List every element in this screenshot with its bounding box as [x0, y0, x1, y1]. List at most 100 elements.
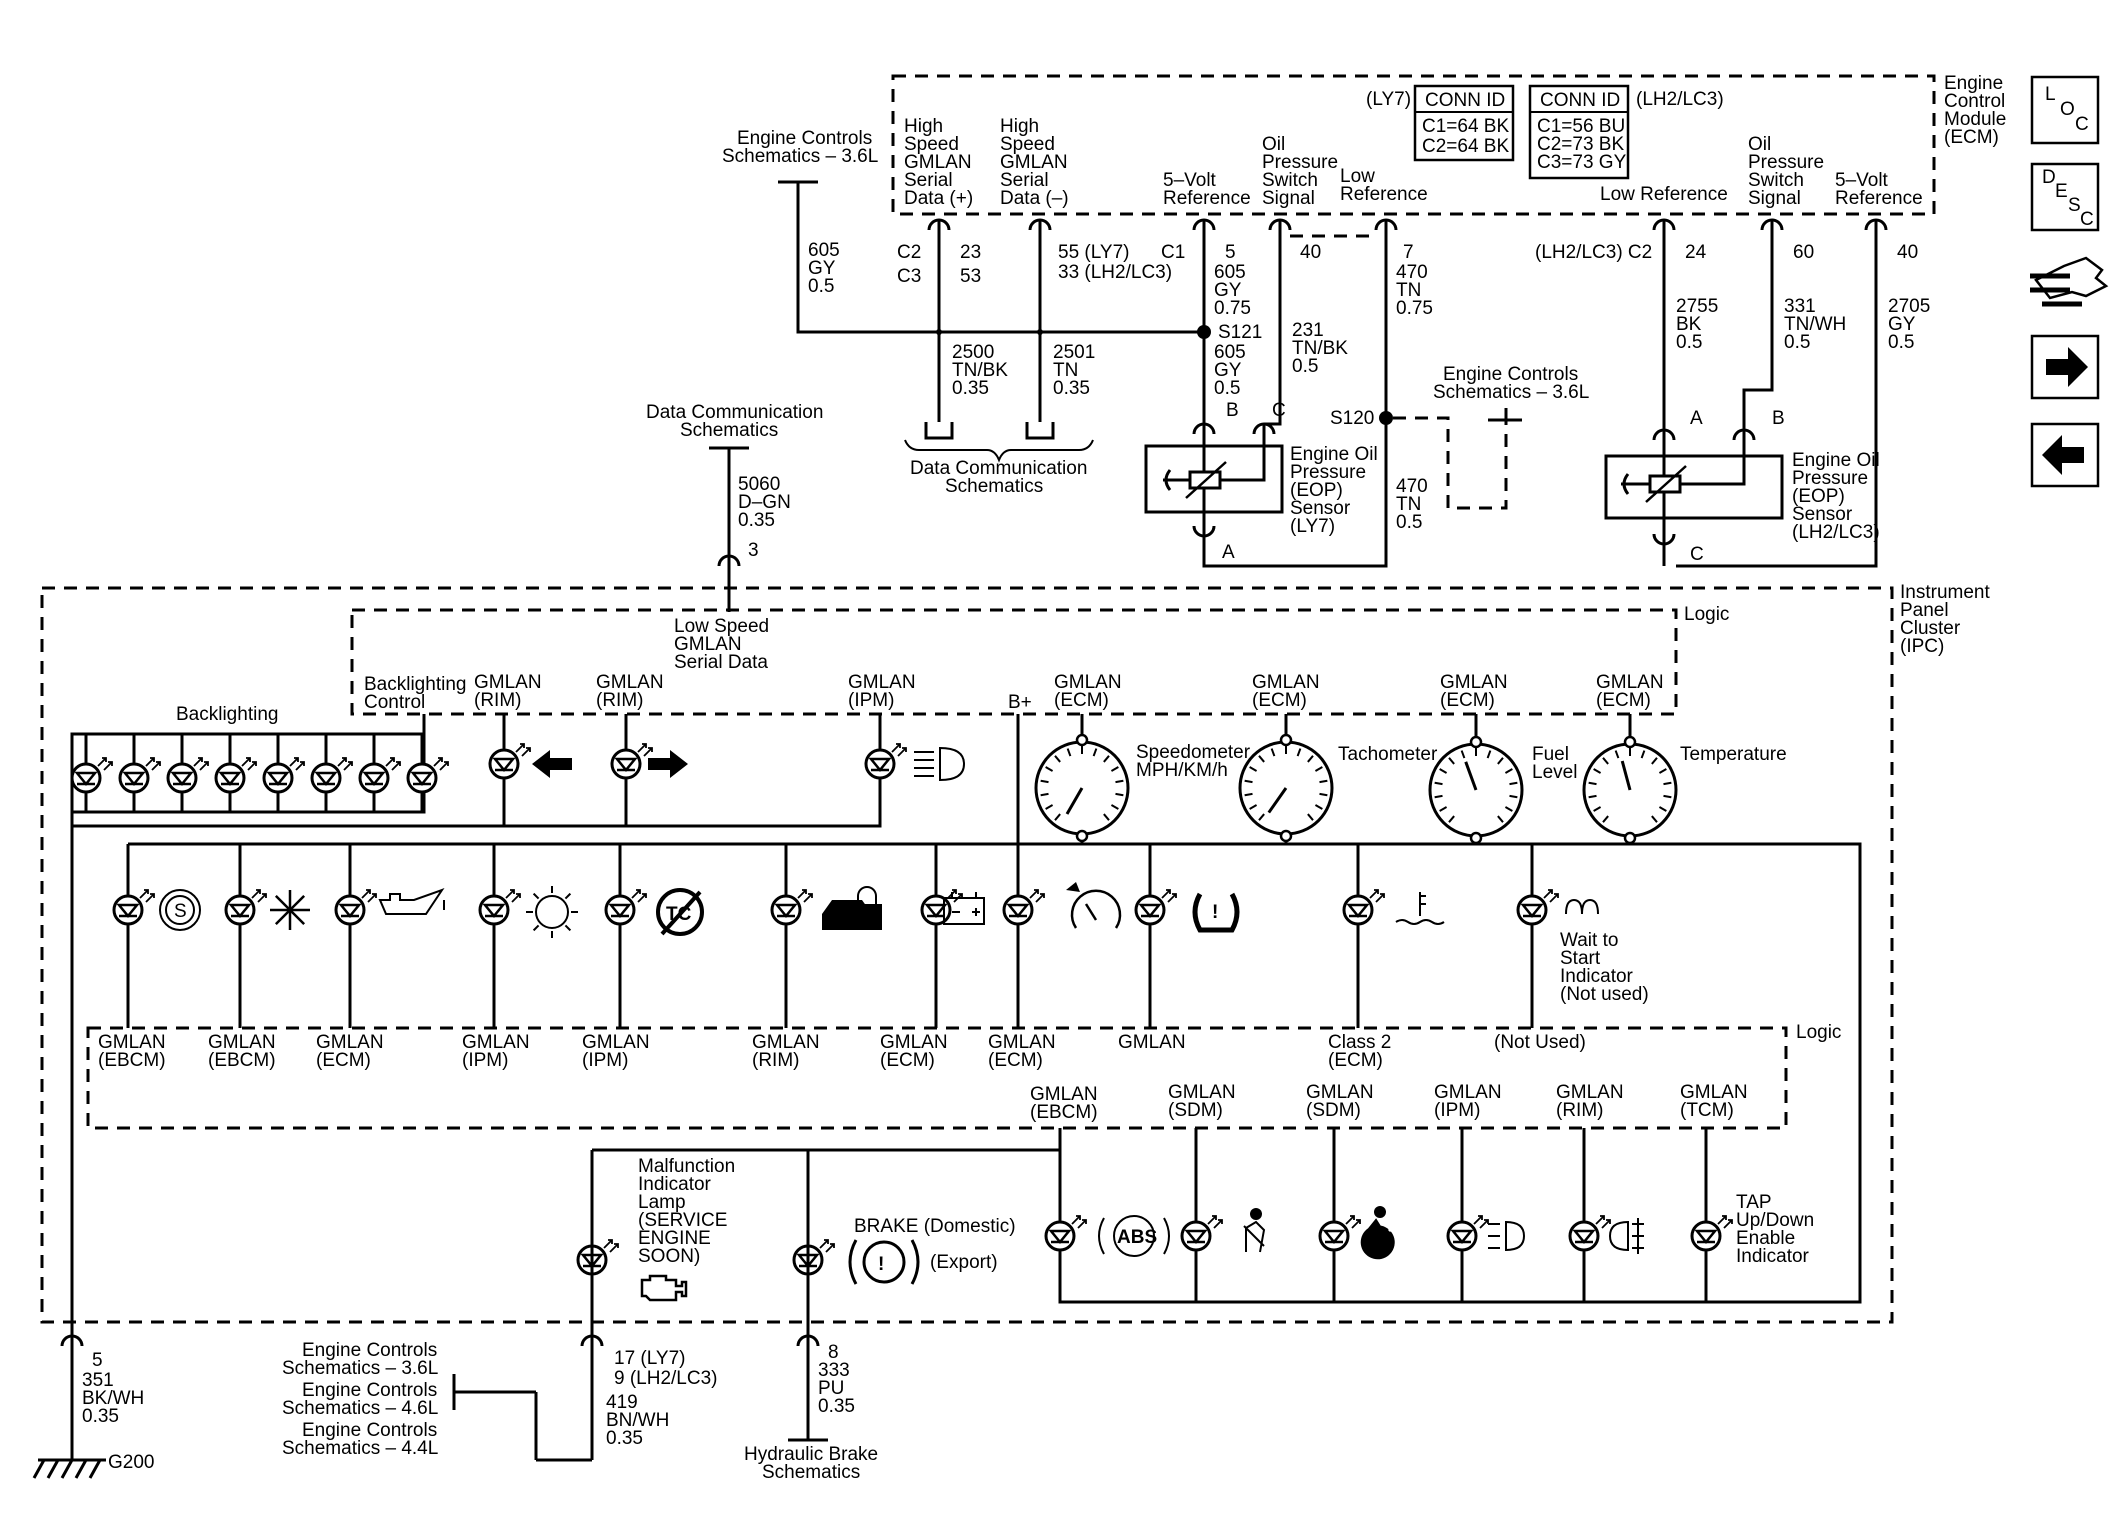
conn-id-lh2: CONN ID C1=56 BU C2=73 BK C3=73 GY: [1528, 84, 1630, 180]
svg-text:231: 231: [1292, 320, 1324, 341]
export-label: (Export): [930, 1252, 998, 1273]
prev-page-button[interactable]: [2030, 422, 2100, 488]
svg-text:9 (LH2/LC3): 9 (LH2/LC3): [614, 1368, 718, 1389]
svg-text:Engine: Engine: [1944, 73, 2003, 94]
svg-text:Low: Low: [1340, 166, 1375, 187]
backlight-led-3: [166, 757, 209, 794]
backlight-led-5: [262, 757, 305, 794]
traction-off-icon: TC: [656, 888, 704, 936]
svg-text:0.5: 0.5: [1292, 356, 1318, 377]
logic-box-top: [350, 608, 1678, 716]
svg-text:!: !: [878, 1254, 884, 1275]
svg-text:2500: 2500: [952, 342, 994, 363]
svg-text:Schematics – 4.6L: Schematics – 4.6L: [282, 1398, 438, 1419]
svg-text:(IPM): (IPM): [1434, 1100, 1480, 1121]
svg-text:GY: GY: [1214, 280, 1242, 301]
pin-label-low-ref-2: Low Reference: [1600, 184, 1728, 205]
wait-to-start-label: Wait to Start Indicator (Not used): [1560, 930, 1649, 1005]
svg-text:TAP: TAP: [1736, 1192, 1772, 1213]
svg-text:Engine Oil: Engine Oil: [1290, 444, 1378, 465]
backlighting-label: Backlighting: [176, 704, 278, 725]
svg-text:Signal: Signal: [1262, 188, 1315, 209]
svg-text:(SDM): (SDM): [1168, 1100, 1223, 1121]
svg-text:Switch: Switch: [1748, 170, 1804, 191]
bottom-pin-labels: 5 17 (LY7) 9 (LH2/LC3) 8: [92, 1342, 839, 1389]
svg-text:Malfunction: Malfunction: [638, 1156, 735, 1177]
svg-text:High: High: [1000, 116, 1039, 137]
low-gmlan-labels: GMLAN(EBCM) GMLAN(SDM) GMLAN(SDM) GMLAN(…: [1030, 1082, 1748, 1123]
wire-label-2705: 2705 GY 0.5: [1888, 296, 1930, 353]
svg-text:GY: GY: [808, 258, 836, 279]
mil-led: [576, 1239, 619, 1276]
bottom-terminals: [60, 1322, 820, 1460]
wire-label-419: 419 BN/WH 0.35: [606, 1392, 669, 1449]
svg-text:Schematics – 3.6L: Schematics – 3.6L: [1433, 382, 1589, 403]
logic-label-mid: Logic: [1796, 1022, 1841, 1043]
wire-label-2755: 2755 BK 0.5: [1676, 296, 1718, 353]
svg-text:Temperature: Temperature: [1680, 744, 1787, 765]
svg-text:(EOP): (EOP): [1290, 480, 1343, 501]
svg-text:GMLAN: GMLAN: [1252, 672, 1320, 693]
logic-box-mid: [86, 1026, 1788, 1130]
nav-desc-button[interactable]: D E S C: [2030, 162, 2100, 232]
wire-label-351: 351 BK/WH 0.35: [82, 1370, 144, 1427]
schematic-switch-icon[interactable]: [2030, 256, 2109, 307]
svg-text:C2=73 BK: C2=73 BK: [1537, 134, 1624, 155]
pin-label-ops: Oil Pressure Switch Signal: [1262, 134, 1338, 209]
mil-label: Malfunction Indicator Lamp (SERVICE ENGI…: [638, 1156, 735, 1267]
svg-text:2501: 2501: [1053, 342, 1095, 363]
svg-text:5–Volt: 5–Volt: [1835, 170, 1889, 191]
svg-text:BK/WH: BK/WH: [82, 1388, 144, 1409]
wire-label-5060: 5060 D–GN 0.35: [738, 474, 791, 531]
svg-text:7: 7: [1403, 242, 1414, 263]
ecm-pin-numbers: C2 C3 23 53 55 (LY7) 33 (LH2/LC3) C1 5 4…: [897, 242, 1918, 287]
svg-text:5060: 5060: [738, 474, 780, 495]
pin-label-5v-ref-2: 5–Volt Reference: [1835, 170, 1923, 209]
svg-text:GMLAN: GMLAN: [208, 1032, 276, 1053]
pin-label-5v-ref: 5–Volt Reference: [1163, 170, 1251, 209]
svg-text:C2: C2: [897, 242, 921, 263]
svg-text:Speed: Speed: [1000, 134, 1055, 155]
svg-text:D: D: [2042, 167, 2056, 188]
ground-g200: G200: [32, 1452, 154, 1479]
svg-text:GMLAN: GMLAN: [1556, 1082, 1624, 1103]
svg-text:TN: TN: [1396, 280, 1421, 301]
svg-text:GMLAN: GMLAN: [1118, 1032, 1186, 1053]
svg-text:23: 23: [960, 242, 981, 263]
nav-loc-button[interactable]: L O C: [2030, 75, 2100, 145]
abs-led: [1044, 1215, 1087, 1252]
svg-text:Engine Controls: Engine Controls: [302, 1420, 437, 1441]
wires-lh2: [1662, 236, 1878, 568]
lamp-out-led: [478, 889, 521, 926]
svg-text:C: C: [2080, 209, 2094, 230]
svg-text:(IPM): (IPM): [582, 1050, 628, 1071]
svg-text:0.5: 0.5: [1888, 332, 1914, 353]
svg-text:2755: 2755: [1676, 296, 1718, 317]
svg-text:GMLAN: GMLAN: [596, 672, 664, 693]
next-page-button[interactable]: [2030, 334, 2100, 400]
airbag-led: [1318, 1215, 1361, 1252]
svg-text:Engine Controls: Engine Controls: [737, 128, 872, 149]
svg-text:GMLAN: GMLAN: [752, 1032, 820, 1053]
bl-control-label: Backlighting Control: [364, 674, 466, 713]
splice-s120: [1379, 411, 1393, 425]
coolant-led: [1342, 889, 1385, 926]
svg-text:(LY7): (LY7): [1290, 516, 1335, 537]
glow-plug-icon: [1565, 898, 1599, 915]
oil-led: [334, 889, 377, 926]
svg-text:C: C: [1272, 400, 1286, 421]
svg-text:Speedometer: Speedometer: [1136, 742, 1251, 763]
svg-text:0.5: 0.5: [1676, 332, 1702, 353]
svg-text:Schematics – 4.4L: Schematics – 4.4L: [282, 1438, 438, 1459]
ipc-module: [40, 586, 1894, 1324]
svg-text:17 (LY7): 17 (LY7): [614, 1348, 685, 1369]
svg-text:Oil: Oil: [1748, 134, 1771, 155]
conn-id-ly7: CONN ID C1=64 BK C2=64 BK: [1413, 84, 1515, 162]
wire-label-605b: 605 GY 0.75: [1214, 262, 1251, 319]
svg-text:C2=64 BK: C2=64 BK: [1422, 136, 1509, 157]
svg-text:Engine Controls: Engine Controls: [1443, 364, 1578, 385]
backlight-links: [84, 734, 424, 812]
svg-text:0.5: 0.5: [1396, 512, 1422, 533]
pin-label-low-ref: Low Reference: [1340, 166, 1428, 205]
